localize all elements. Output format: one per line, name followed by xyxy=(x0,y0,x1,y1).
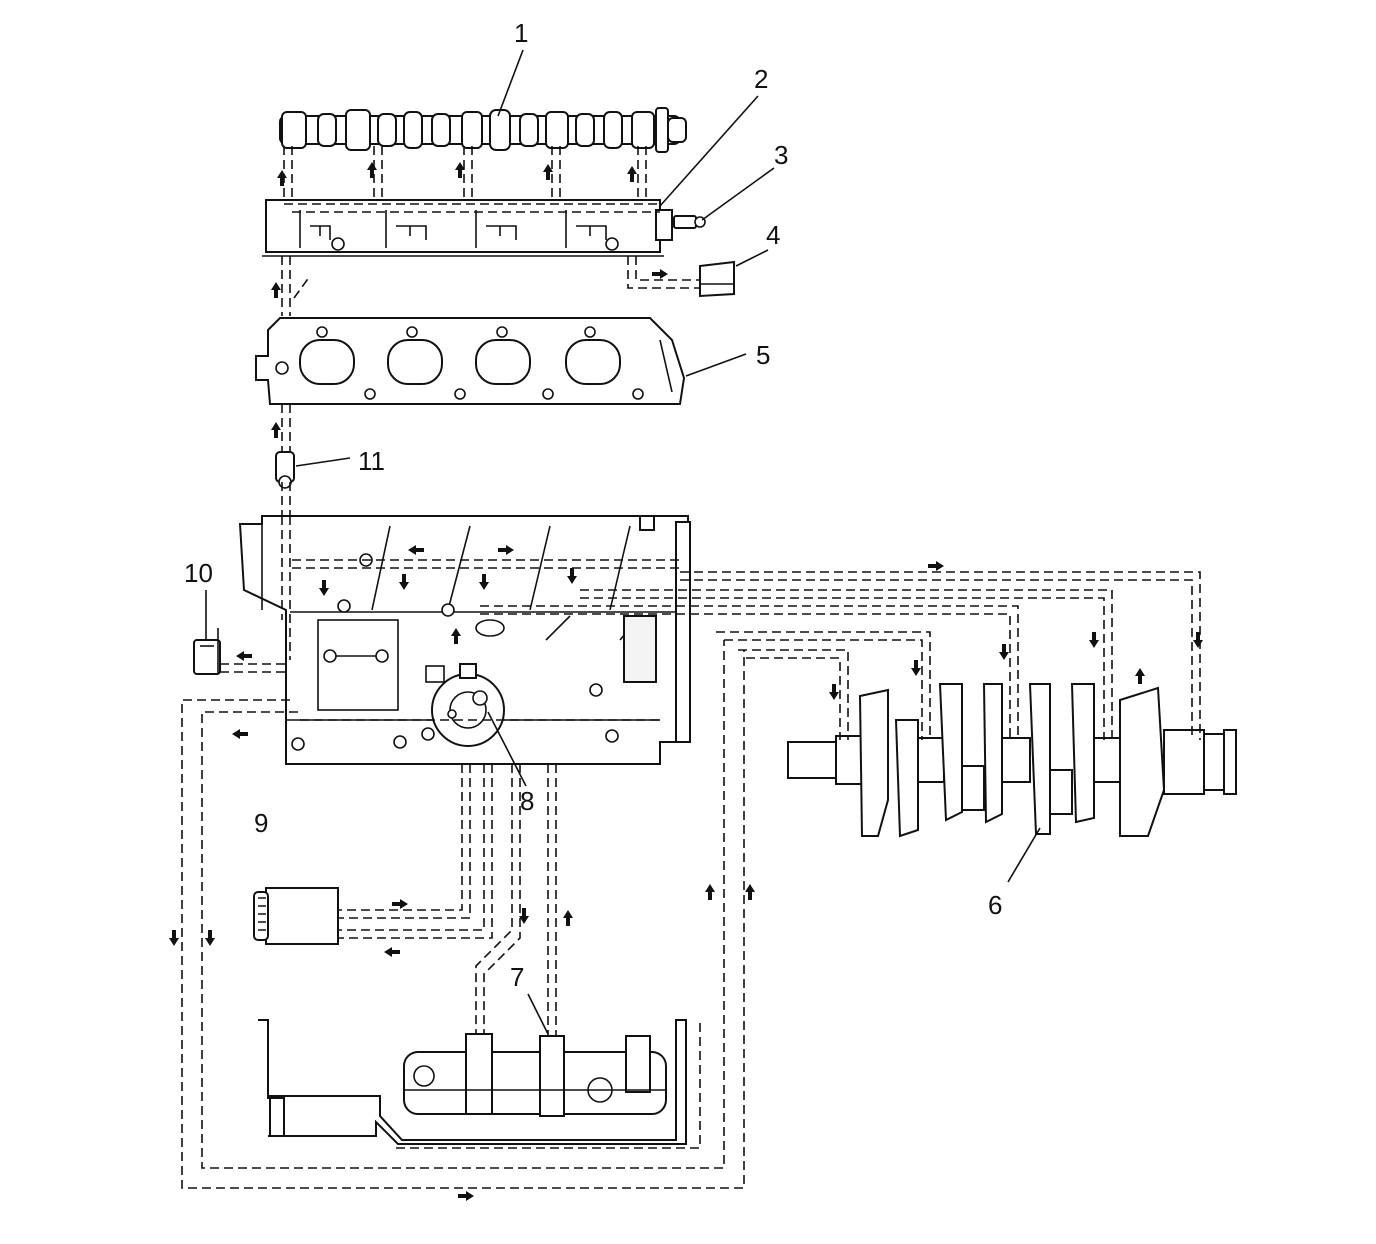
camshaft xyxy=(279,107,687,153)
cylinder-head xyxy=(255,317,686,405)
flow-arrows xyxy=(169,162,1203,1201)
oil-fitting xyxy=(673,215,706,229)
oil-pan xyxy=(258,1019,687,1145)
oil-pump xyxy=(425,663,505,747)
callout-9: 9 xyxy=(254,808,268,838)
leader-lines xyxy=(205,49,1041,1035)
crankshaft xyxy=(787,683,1237,838)
callout-5: 5 xyxy=(756,340,770,370)
callout-1: 1 xyxy=(514,18,528,48)
oil-passages xyxy=(181,146,1201,1189)
oil-check-valve xyxy=(275,451,295,489)
callout-4: 4 xyxy=(766,220,780,250)
oil-filter xyxy=(253,887,339,945)
camshaft-carrier xyxy=(262,199,673,257)
callout-11: 11 xyxy=(358,446,385,476)
callout-2: 2 xyxy=(754,64,768,94)
callout-10: 10 xyxy=(184,558,213,588)
callout-6: 6 xyxy=(988,890,1002,920)
oil-pressure-sensor xyxy=(193,628,221,675)
callout-7: 7 xyxy=(510,962,524,992)
oil-control-component xyxy=(699,260,735,298)
callout-8: 8 xyxy=(520,786,534,816)
callout-3: 3 xyxy=(774,140,788,170)
